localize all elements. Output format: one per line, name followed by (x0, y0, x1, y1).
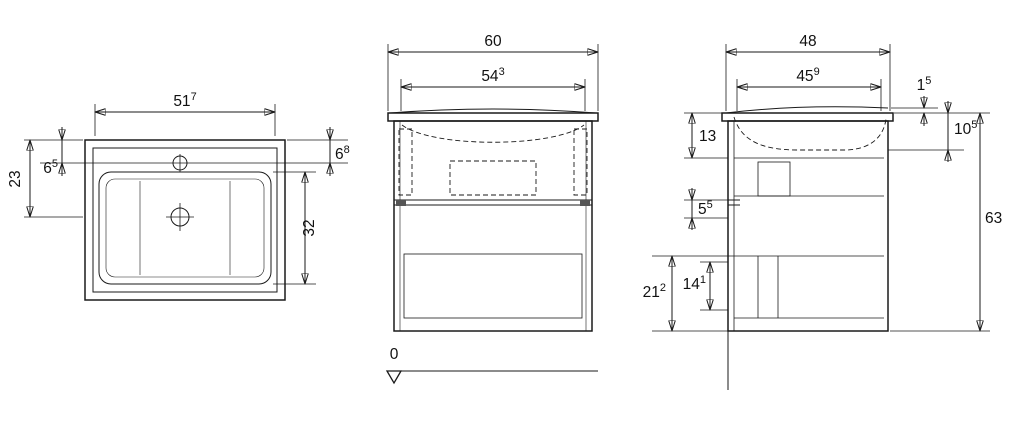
dim-label-tap-offset: 65 (43, 158, 58, 177)
dim-label-basin-bowl-depth: 105 (954, 119, 977, 138)
dim-side-inner-depth: 459 (737, 66, 881, 111)
cabinet-body-side (727, 120, 889, 332)
basin-rim (92, 147, 278, 293)
mounting-bracket-left (396, 200, 406, 206)
dim-rim-height: 15 (891, 75, 990, 126)
basin-bowl-hidden-side (733, 116, 887, 151)
dim-label-bowl-depth: 32 (301, 219, 318, 236)
dim-label-drawer-outer-height: 212 (643, 282, 666, 301)
dim-drawer-inner-height: 141 (683, 262, 728, 310)
dim-bowl-depth: 32 (273, 172, 318, 284)
siphon-cutout-hidden (449, 160, 537, 196)
dim-label-drawer-inner-height: 141 (683, 274, 706, 293)
siphon-box-side (757, 161, 791, 197)
datum-marker: 0 (385, 346, 598, 385)
dim-basin-width: 517 (95, 91, 275, 136)
front-view: 60 543 0 (385, 33, 599, 385)
top-view: 517 23 65 68 32 (7, 91, 350, 301)
drawer-runner-left-hidden (398, 128, 413, 196)
dim-basin-front-depth: 23 (7, 140, 83, 217)
dim-label-top-section: 13 (699, 128, 716, 145)
dim-top-section: 13 (684, 113, 728, 158)
basin-rim-profile (389, 108, 597, 114)
mounting-bracket-right (580, 200, 590, 206)
basin-bowl-inner (105, 178, 265, 278)
dim-label-side-outer-depth: 48 (799, 33, 816, 50)
basin-rim-profile-side (725, 106, 889, 114)
dim-label-rim-height: 15 (917, 75, 932, 94)
dim-total-height: 63 (890, 113, 1002, 331)
dim-front-outer-width: 60 (388, 33, 598, 111)
dim-label-mid-gap: 55 (698, 199, 713, 218)
dim-label-front-outer-width: 60 (484, 33, 502, 50)
cabinet-body (393, 120, 593, 332)
dim-basin-bowl-depth: 105 (888, 101, 977, 162)
datum-triangle-icon (385, 370, 403, 385)
countertop (387, 112, 599, 122)
basin-outer-edge (84, 139, 286, 301)
dim-drawer-outer-height: 212 (643, 256, 734, 331)
datum-label: 0 (390, 346, 399, 363)
dim-front-inner-width: 543 (401, 66, 585, 111)
side-view: 48 459 15 105 (643, 33, 1002, 390)
dim-rim-offset: 68 (287, 127, 350, 176)
dim-label-basin-width: 517 (173, 91, 196, 110)
drawer-runner-right-hidden (573, 128, 588, 196)
dim-tap-offset: 65 (43, 127, 62, 177)
dim-mid-gap: 55 (684, 188, 728, 230)
basin-underside-hidden (401, 124, 585, 143)
dim-side-outer-depth: 48 (726, 33, 890, 111)
dim-label-rim-offset: 68 (335, 144, 350, 163)
countertop-side (721, 112, 894, 122)
dim-label-basin-depth: 23 (7, 170, 24, 187)
dim-label-total-height: 63 (985, 210, 1002, 227)
dim-label-side-inner-depth: 459 (796, 66, 819, 85)
dim-label-front-inner-width: 543 (481, 66, 504, 85)
basin-bowl (98, 171, 272, 285)
lower-drawer-inner (403, 253, 583, 319)
